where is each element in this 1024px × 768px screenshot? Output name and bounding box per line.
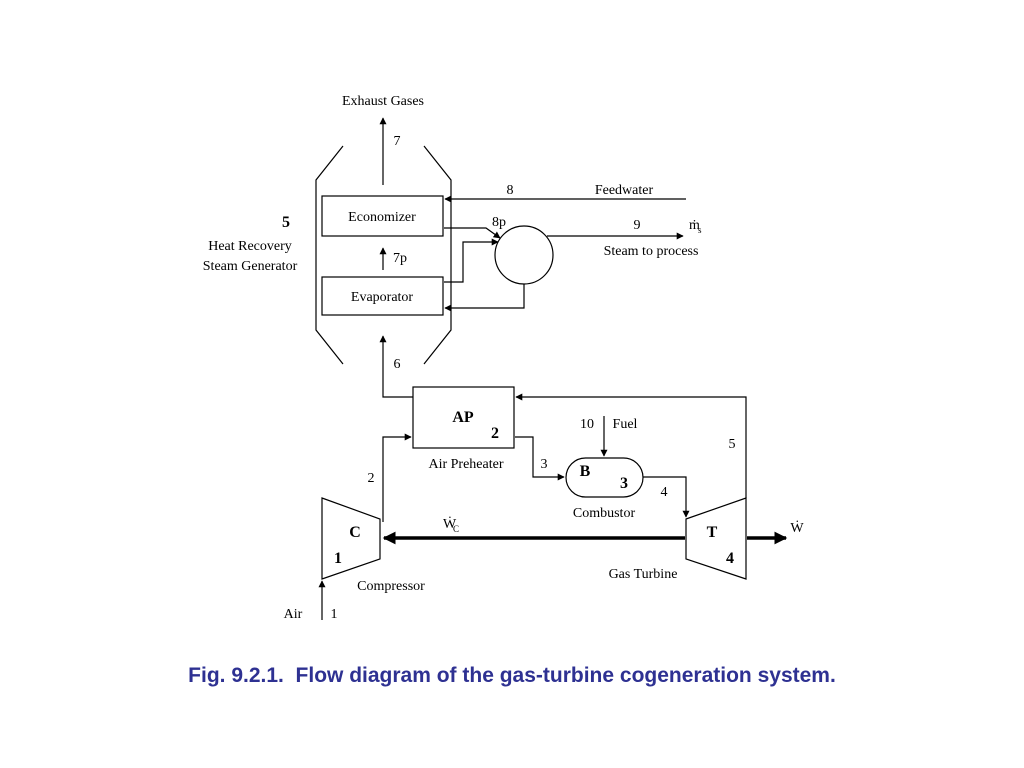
state-4-label: 4	[661, 485, 668, 500]
combustor-shape	[565, 457, 644, 498]
state-7-label: 7	[394, 134, 401, 149]
evaporator-to-drum-flow	[444, 238, 499, 283]
air-preheater-number: 2	[491, 425, 499, 442]
steam-mass-flow-symbol: ṁ	[689, 218, 700, 233]
compressor-c-label: C	[349, 524, 361, 541]
steam-to-process-label: Steam to process	[604, 244, 699, 259]
gas-turbine-t-label: T	[707, 524, 718, 541]
gas-turbine-label: Gas Turbine	[609, 567, 678, 582]
state-5-label: 5	[729, 437, 736, 452]
feedwater-label: Feedwater	[595, 183, 654, 198]
hrsg-shell-left	[315, 145, 344, 365]
gas-turbine-shape	[685, 497, 747, 580]
hrsg-label-line2: Steam Generator	[203, 259, 298, 274]
drum-to-evaporator-flow	[444, 284, 525, 312]
air-preheater-label: Air Preheater	[428, 457, 503, 472]
fuel-label: Fuel	[613, 417, 638, 432]
compressor-work-subscript: C	[453, 524, 459, 534]
air-preheater-ap-label: AP	[452, 409, 474, 426]
state-5-flow	[515, 393, 747, 498]
exhaust-gases-label: Exhaust Gases	[342, 94, 424, 109]
compressor-work-symbol: Ẇ	[443, 515, 457, 532]
state-6-label: 6	[394, 357, 401, 372]
compressor-number: 1	[334, 550, 342, 567]
state-2-flow	[382, 433, 412, 522]
hrsg-number: 5	[282, 214, 290, 231]
state-7p-label: 7p	[393, 251, 407, 266]
state-6-flow	[379, 335, 413, 398]
hrsg-label-line1: Heat Recovery	[208, 239, 292, 254]
state-8p-flow	[444, 227, 501, 239]
gas-turbine-number: 4	[726, 550, 734, 567]
steam-drum	[494, 225, 554, 285]
evaporator-label: Evaporator	[351, 290, 414, 305]
steam-mass-flow-subscript: s	[698, 225, 702, 235]
state-3-label: 3	[541, 457, 548, 472]
combustor-number: 3	[620, 475, 628, 492]
economizer-box	[321, 195, 444, 237]
combustor-label: Combustor	[573, 506, 636, 521]
hrsg-shell-right	[423, 145, 452, 365]
compressor-shape	[321, 497, 381, 580]
state-8p-label: 8p	[492, 215, 506, 230]
combustor-b-label: B	[580, 463, 591, 480]
state-4-flow	[643, 476, 690, 518]
state-3-flow	[515, 436, 565, 481]
compressor-label: Compressor	[357, 579, 425, 594]
evaporator-box	[321, 276, 444, 316]
economizer-label: Economizer	[348, 210, 416, 225]
state-9-label: 9	[634, 218, 641, 233]
net-work-symbol: Ẇ	[790, 519, 804, 536]
air-label: Air	[284, 607, 303, 622]
state-1-label: 1	[331, 607, 338, 622]
air-preheater-box	[412, 386, 515, 449]
figure-caption: Fig. 9.2.1. Flow diagram of the gas-turb…	[188, 664, 836, 687]
state-10-label: 10	[580, 417, 594, 432]
state-8-label: 8	[507, 183, 514, 198]
state-2-label: 2	[368, 471, 375, 486]
